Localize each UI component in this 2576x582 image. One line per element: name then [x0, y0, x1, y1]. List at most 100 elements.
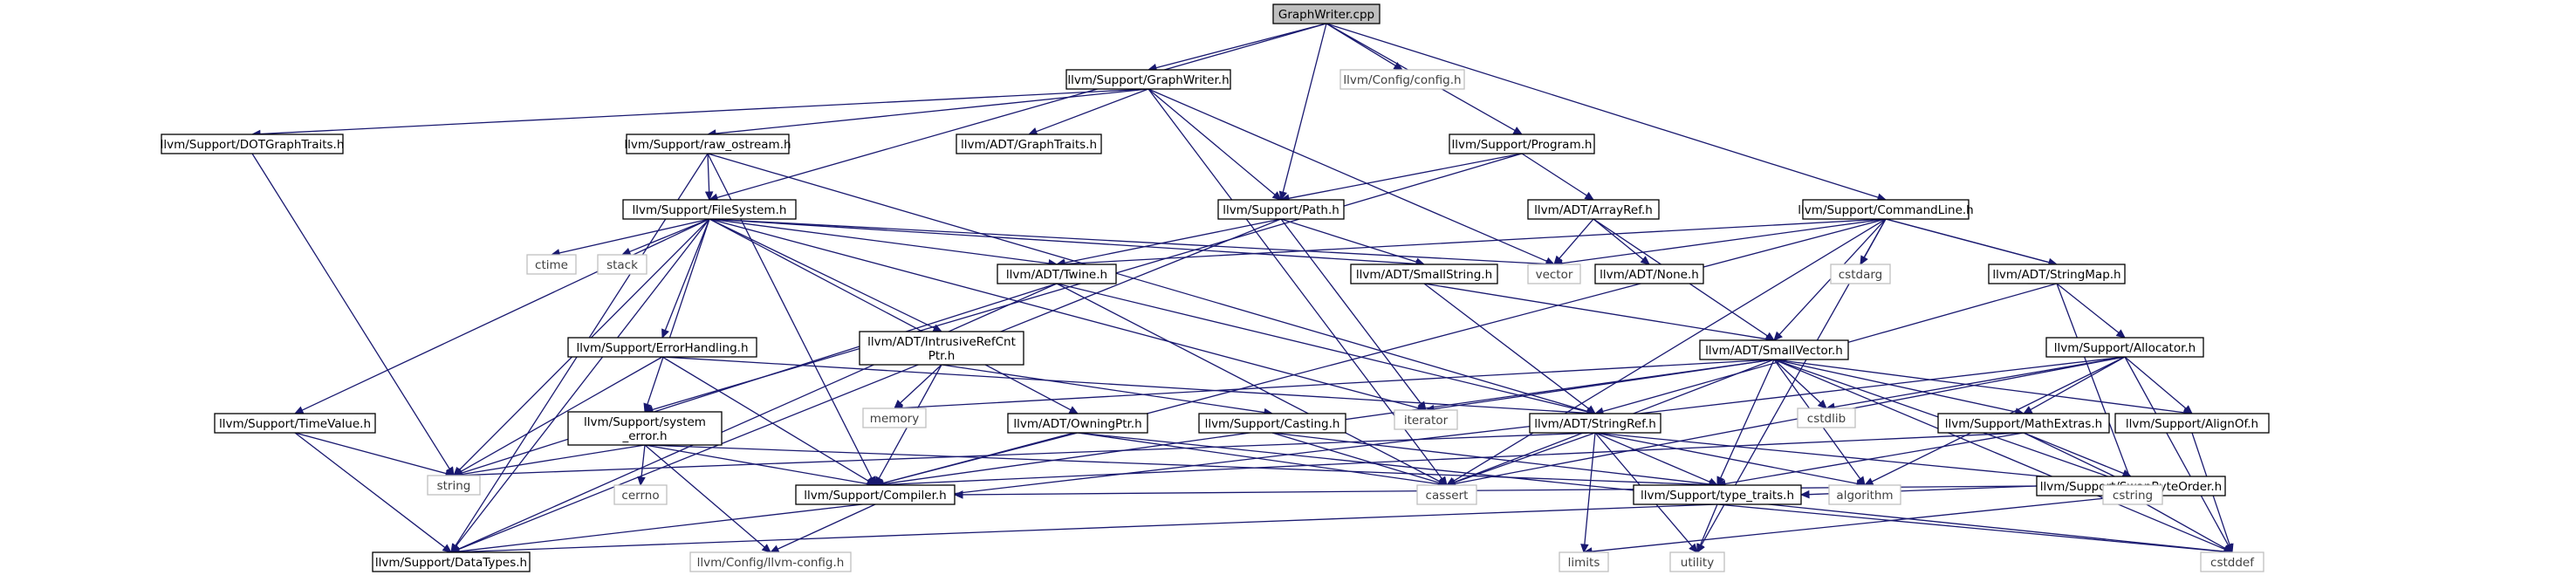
node-string: string — [427, 475, 481, 496]
edge-line — [1885, 218, 2050, 264]
node-filesystem-h[interactable]: llvm/Support/FileSystem.h — [622, 199, 797, 220]
edge-line — [1077, 432, 1440, 485]
node-stringmap-h[interactable]: llvm/ADT/StringMap.h — [1988, 264, 2126, 284]
node-label: llvm/ADT/SmallVector.h — [1705, 344, 1843, 358]
node-program-h[interactable]: llvm/Support/Program.h — [1449, 134, 1595, 154]
edge-raw_ostream_h-to-filesystem_h — [704, 153, 714, 202]
node-datatypes-h[interactable]: llvm/Support/DataTypes.h — [372, 551, 531, 572]
edge-arrowhead — [1584, 191, 1595, 201]
edge-line — [251, 153, 450, 469]
node-label: string — [437, 479, 471, 493]
edge-line — [1584, 432, 1596, 545]
edge-line — [1423, 283, 1767, 340]
node-graphwriter-cpp[interactable]: GraphWriter.cpp — [1272, 3, 1380, 24]
node-box — [1350, 264, 1498, 284]
node-arrayref-h[interactable]: llvm/ADT/ArrayRef.h — [1527, 199, 1660, 220]
node-timevalue-h[interactable]: llvm/Support/TimeValue.h — [214, 413, 376, 434]
edge-line — [1833, 356, 2126, 408]
edge-line — [2030, 356, 2126, 411]
edge-system_error_h-to-cerrno — [637, 444, 646, 487]
node-label: llvm/Support/Casting.h — [1205, 417, 1340, 431]
node-label: llvm/Support/Program.h — [1452, 138, 1593, 152]
edge-commandline_h-to-climits — [1885, 218, 2059, 267]
edge-arrowhead — [1640, 256, 1650, 265]
edge-system_error_h-to-llvm_config_h — [644, 444, 771, 553]
node-alignof-h[interactable]: llvm/Support/AlignOf.h — [2114, 413, 2270, 434]
node-path-h[interactable]: llvm/Support/Path.h — [1217, 199, 1345, 220]
edge-line — [1282, 23, 1327, 193]
edge-arrowhead — [2022, 406, 2033, 414]
node-label: llvm/ADT/ArrayRef.h — [1534, 203, 1653, 217]
node-stack: stack — [597, 254, 647, 275]
node-owningptr-h[interactable]: llvm/ADT/OwningPtr.h — [1007, 413, 1148, 434]
edge-smallstring_h-to-smallvector_h — [1423, 283, 1776, 344]
edge-compiler_h-to-llvm_config_h — [769, 503, 876, 553]
edge-line — [629, 218, 710, 253]
node-box — [2045, 337, 2204, 358]
edge-line — [1594, 432, 1858, 484]
edge-filesystem_h-to-smallstring_h — [709, 218, 1426, 269]
edge-line — [709, 218, 1072, 411]
node-raw-ostream-h[interactable]: llvm/Support/raw_ostream.h — [624, 134, 791, 154]
node-box — [1527, 264, 1581, 284]
node-box — [1449, 134, 1595, 154]
edge-line — [259, 88, 1149, 135]
edge-system_error_h-to-string — [452, 444, 646, 479]
node-box — [1988, 264, 2126, 284]
node-commandline-h[interactable]: llvm/Support/CommandLine.h — [1798, 199, 1974, 220]
node-label: llvm/ADT/OwningPtr.h — [1013, 417, 1141, 431]
node-dotgraphtraits-h[interactable]: llvm/Support/DOTGraphTraits.h — [161, 134, 345, 154]
edge-line — [2056, 283, 2120, 333]
edge-line — [1724, 432, 2024, 485]
node-smallstring-h[interactable]: llvm/ADT/SmallString.h — [1350, 264, 1498, 284]
node-box — [372, 551, 531, 572]
node-compiler-h[interactable]: llvm/Support/Compiler.h — [795, 484, 956, 505]
node-label: llvm/Support/Compiler.h — [804, 489, 946, 503]
node-box — [1339, 69, 1465, 90]
node-label: iterator — [1404, 414, 1449, 428]
node-graphwriter-h[interactable]: llvm/Support/GraphWriter.h — [1065, 69, 1231, 90]
edge-line — [1148, 88, 1547, 263]
node-label: llvm/Config/llvm-config.h — [697, 556, 845, 570]
node-box — [214, 413, 376, 434]
edge-arrowhead — [1278, 190, 1287, 202]
node-utility: utility — [1669, 551, 1725, 572]
node-none-h[interactable]: llvm/ADT/None.h — [1594, 264, 1704, 284]
edge-graphwriter_cpp-to-commandline_h — [1326, 23, 1887, 202]
edge-line — [661, 356, 1588, 414]
node-casting-h[interactable]: llvm/Support/Casting.h — [1198, 413, 1346, 434]
edge-path_h-to-smallstring_h — [1280, 218, 1426, 266]
edge-line — [1594, 432, 1710, 483]
node-errorhandling-h[interactable]: llvm/Support/ErrorHandling.h — [567, 337, 757, 358]
node-box — [862, 407, 927, 428]
node-allocator-h[interactable]: llvm/Support/Allocator.h — [2045, 337, 2204, 358]
edge-line — [1433, 359, 1775, 410]
node-label: llvm/Config/config.h — [1343, 73, 1461, 87]
node-label: cstring — [2113, 489, 2153, 503]
node-mathextras-h[interactable]: llvm/Support/MathExtras.h — [1937, 413, 2110, 434]
node-stringref-h[interactable]: llvm/ADT/StringRef.h — [1529, 413, 1661, 434]
node-box — [1797, 407, 1856, 428]
edge-filesystem_h-to-datatypes_h — [450, 218, 710, 553]
node-twine-h[interactable]: llvm/ADT/Twine.h — [997, 264, 1117, 284]
node-box — [1416, 484, 1477, 505]
node-graphtraits-h[interactable]: llvm/ADT/GraphTraits.h — [956, 134, 1102, 154]
node-type-traits-h[interactable]: llvm/Support/type_traits.h — [1633, 484, 1802, 505]
edge-arrowhead — [1689, 543, 1698, 553]
node-system-error-h[interactable]: llvm/Support/system_error.h — [567, 411, 723, 446]
edge-line — [1561, 218, 1887, 264]
edge-stringref_h-to-limits — [1580, 432, 1596, 554]
edge-smallstring_h-to-stringref_h — [1423, 283, 1596, 414]
edge-line — [1773, 359, 2185, 414]
node-box — [795, 484, 956, 505]
edge-graphwriter_h-to-vector — [1148, 88, 1556, 265]
edge-raw_ostream_h-to-stringref_h — [707, 153, 1597, 415]
nodes-layer: GraphWriter.cpp llvm/Support/GraphWriter.… — [161, 3, 2270, 572]
edge-line — [558, 218, 710, 254]
node-label: llvm/ADT/StringMap.h — [1992, 268, 2120, 282]
node-label: llvm/ADT/SmallString.h — [1356, 268, 1492, 282]
edge-line — [1036, 88, 1149, 133]
node-smallvector-h[interactable]: llvm/ADT/SmallVector.h — [1699, 339, 1849, 360]
